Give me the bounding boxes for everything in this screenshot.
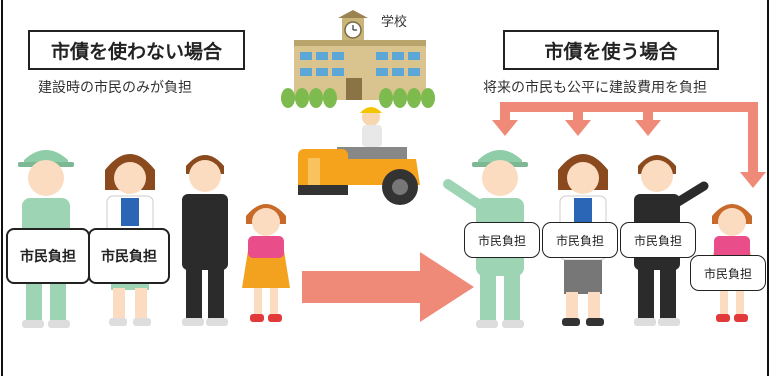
left-title: 市債を使わない場合 bbox=[28, 30, 245, 70]
left-citizen-burden-sign-1: 市民負担 bbox=[6, 228, 90, 284]
right-citizen-burden-sign-4: 市民負担 bbox=[690, 255, 766, 291]
big-arrow-icon bbox=[302, 252, 474, 322]
right-title: 市債を使う場合 bbox=[503, 30, 719, 70]
school-building-icon bbox=[294, 10, 426, 100]
person-icon bbox=[634, 155, 709, 326]
school-label: 学校 bbox=[381, 15, 408, 30]
road-roller-icon bbox=[298, 107, 420, 205]
tree-icon bbox=[281, 88, 435, 108]
person-icon bbox=[182, 155, 228, 326]
right-citizen-burden-sign-1: 市民負担 bbox=[464, 222, 540, 258]
right-subtitle: 将来の市民も公平に建設費用を負担 bbox=[483, 80, 707, 96]
left-citizen-burden-sign-2: 市民負担 bbox=[88, 228, 170, 284]
right-frame-line bbox=[767, 0, 769, 376]
right-citizen-burden-sign-2: 市民負担 bbox=[542, 222, 618, 258]
person-icon bbox=[242, 204, 290, 322]
left-frame-line bbox=[1, 0, 3, 376]
left-subtitle: 建設時の市民のみが負担 bbox=[38, 80, 192, 96]
distribution-arrows-icon bbox=[492, 102, 766, 188]
right-citizen-burden-sign-3: 市民負担 bbox=[620, 222, 696, 258]
